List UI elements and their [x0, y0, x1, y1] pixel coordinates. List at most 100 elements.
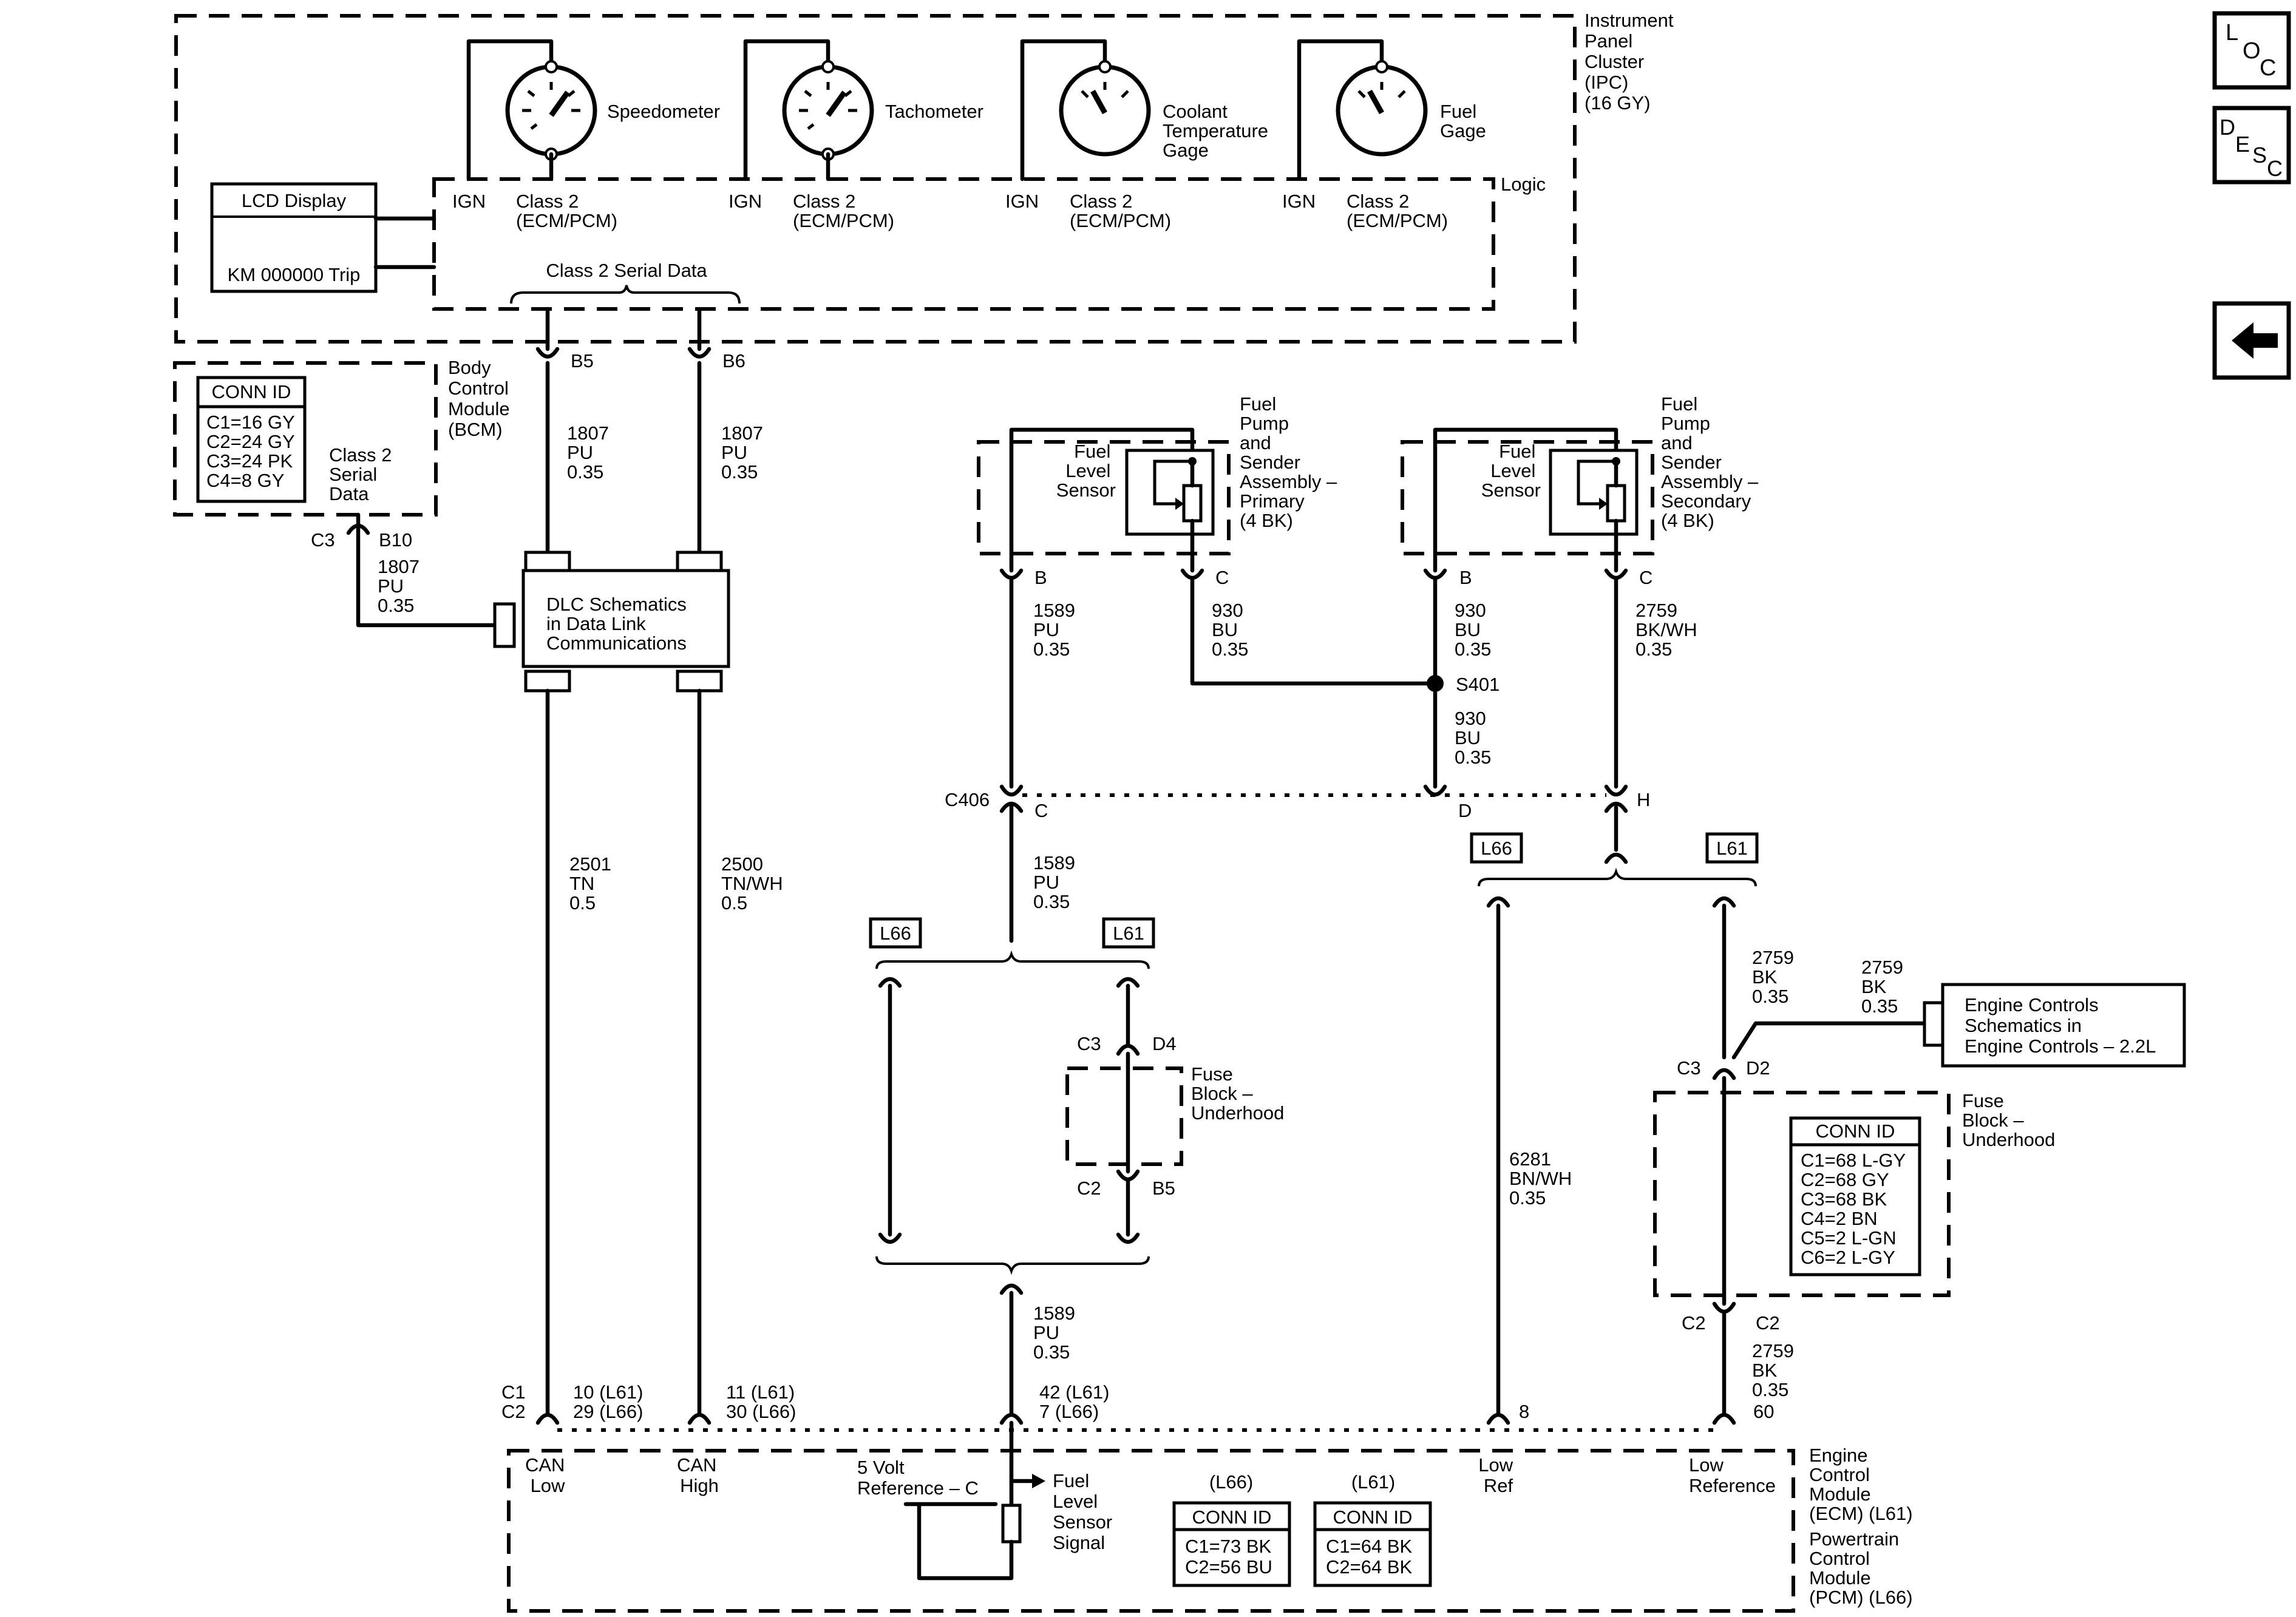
- primary-sensor-name: Fuel Level Sensor: [1056, 441, 1116, 501]
- desc-letter-c: C: [2267, 156, 2283, 181]
- pin-b6: B6: [722, 350, 746, 371]
- fuse-right-name: Fuse Block – Underhood: [1962, 1090, 2055, 1150]
- low-reference-branch: L66 L61 6281 BN/WH 0.35 2759 BK 0.35 275…: [1470, 805, 2186, 1417]
- desc-button[interactable]: D E S C: [2212, 106, 2291, 185]
- primary-assembly-name: Fuel Pump and Sender Assembly – Primary …: [1240, 393, 1342, 531]
- class2-label: Class 2(ECM/PCM): [1347, 191, 1448, 231]
- wire-6281: 6281 BN/WH 0.35: [1509, 1148, 1577, 1209]
- ecm-name: Engine Control Module (ECM) (L61) Powert…: [1809, 1445, 1918, 1608]
- connector-c406: C406 C D H: [945, 784, 1650, 821]
- wire-2501: 2501 TN 0.5: [569, 853, 617, 914]
- ign-label: IGN: [1282, 191, 1316, 212]
- loc-button[interactable]: L O C: [2212, 11, 2291, 90]
- fuel-signal-branch: 1589 PU 0.35 L66 L61 C3 D4 C2 B5 Fuse Bl…: [869, 804, 1284, 1417]
- fuse-right-c3: C3: [1677, 1057, 1701, 1079]
- conn-l66-list: C1=73 BK C2=56 BU: [1185, 1536, 1277, 1578]
- wire-1589-b: 1589 PU 0.35: [1033, 852, 1081, 912]
- wire-2759-b: 2759 BK 0.35: [1752, 947, 1799, 1007]
- wire-930-a: 930 BU 0.35: [1212, 600, 1248, 660]
- fuse-left-d4: D4: [1152, 1033, 1177, 1054]
- gauge-fuel-name: Fuel Gage: [1440, 101, 1486, 141]
- c406-pin-h: H: [1637, 789, 1650, 810]
- loc-letter-o: O: [2243, 38, 2261, 64]
- conn-l61-id: CONN ID: [1333, 1507, 1413, 1528]
- fuel-pump-secondary: Fuel Level Sensor Fuel Pump and Sender A…: [1401, 393, 1764, 789]
- secondary-pin-c: C: [1639, 567, 1652, 588]
- fuse-right-conn-list: C1=68 L-GY C2=68 GY C3=68 BK C4=2 BN C5=…: [1801, 1150, 1911, 1268]
- wire-2759-d: 2759 BK 0.35: [1752, 1340, 1799, 1400]
- desc-letter-d: D: [2220, 115, 2235, 140]
- engine-controls-ref: Engine Controls Schematics in Engine Con…: [1965, 994, 2156, 1057]
- gauge-tachometer-name: Tachometer: [885, 101, 983, 122]
- fuel-pump-primary: Fuel Level Sensor Fuel Pump and Sender A…: [977, 393, 1438, 789]
- class2-label: Class 2(ECM/PCM): [793, 191, 894, 231]
- splice-s401: [1427, 675, 1444, 692]
- option-l61-right: L61: [1716, 838, 1748, 859]
- can-low-label: CAN Low: [525, 1454, 570, 1496]
- loc-letter-c: C: [2260, 55, 2276, 81]
- ipc-name: Instrument Panel Cluster (IPC) (16 GY): [1584, 10, 1679, 114]
- gauge-speedometer: Speedometer IGN Class 2(ECM/PCM): [452, 39, 720, 231]
- dlc-text: DLC Schematics in Data Link Communicatio…: [546, 594, 691, 654]
- ign-label: IGN: [1005, 191, 1039, 212]
- wire-1807-right: 1807 PU 0.35: [721, 422, 769, 483]
- ign-label: IGN: [452, 191, 486, 212]
- desc-letter-s: S: [2252, 143, 2267, 168]
- conn-l66-title: (L66): [1209, 1471, 1253, 1493]
- option-l61-left: L61: [1113, 923, 1144, 944]
- ecm-c1c2: C1 C2: [501, 1381, 531, 1422]
- body-control-module: CONN ID C1=16 GY C2=24 GY C3=24 PK C4=8 …: [173, 357, 515, 628]
- gauge-tachometer: Tachometer IGN Class 2(ECM/PCM): [729, 39, 983, 231]
- splice-label: S401: [1456, 674, 1500, 695]
- pin-60: 60: [1753, 1401, 1774, 1422]
- wire-930-c: 930 BU 0.35: [1455, 708, 1491, 768]
- wire-1589-c: 1589 PU 0.35: [1033, 1303, 1081, 1363]
- conn-l61-list: C1=64 BK C2=64 BK: [1326, 1536, 1418, 1578]
- wire-1589-a: 1589 PU 0.35: [1033, 600, 1081, 660]
- low-reference-label: Low Reference: [1689, 1454, 1776, 1496]
- pin-can-low: 10 (L61) 29 (L66): [573, 1381, 648, 1422]
- engine-control-module: C1 C2 10 (L61) 29 (L66) 11 (L61) 30 (L66…: [501, 1381, 1918, 1613]
- conn-l66-id: CONN ID: [1192, 1507, 1272, 1528]
- bcm-name: Body Control Module (BCM): [448, 357, 515, 440]
- bcm-conn-title: CONN ID: [212, 381, 291, 402]
- dlc-block: 1807 PU 0.35 1807 PU 0.35 DLC Schematics…: [493, 361, 788, 1417]
- pin-can-high: 11 (L61) 30 (L66): [726, 1381, 800, 1422]
- secondary-pin-b: B: [1459, 567, 1472, 588]
- class2-label: Class 2(ECM/PCM): [1070, 191, 1171, 231]
- fuse-right-conn-title: CONN ID: [1816, 1120, 1895, 1142]
- fuse-right-c2: C2: [1682, 1312, 1706, 1334]
- class2-label: Class 2(ECM/PCM): [516, 191, 617, 231]
- fuse-left-c2: C2: [1077, 1178, 1101, 1199]
- c406-pin-c: C: [1034, 800, 1048, 821]
- instrument-panel-cluster: Instrument Panel Cluster (IPC) (16 GY) L…: [174, 10, 1679, 371]
- bcm-b10: B10: [379, 529, 412, 551]
- pin-8: 8: [1519, 1401, 1529, 1422]
- c406-pin-d: D: [1458, 800, 1472, 821]
- back-arrow-button[interactable]: [2212, 301, 2291, 380]
- secondary-assembly-name: Fuel Pump and Sender Assembly – Secondar…: [1661, 393, 1764, 531]
- lcd-text: KM 000000 Trip: [228, 264, 361, 285]
- sensor-signal-label: Fuel Level Sensor Signal: [1053, 1470, 1118, 1553]
- fuse-left-b5: B5: [1152, 1178, 1175, 1199]
- c406-label: C406: [945, 789, 990, 810]
- pin-sensor-signal: 42 (L61) 7 (L66): [1039, 1381, 1115, 1422]
- can-high-label: CAN High: [677, 1454, 722, 1496]
- serial-data-label: Class 2 Serial Data: [546, 260, 707, 281]
- gauge-speedometer-name: Speedometer: [607, 101, 720, 122]
- bcm-wire-label: 1807 PU 0.35: [378, 556, 425, 616]
- wire-2759-c: 2759 BK 0.35: [1861, 957, 1909, 1017]
- wire-1807-left: 1807 PU 0.35: [567, 422, 614, 483]
- fuse-right-d2: D2: [1746, 1057, 1770, 1079]
- secondary-sensor-name: Fuel Level Sensor: [1481, 441, 1541, 501]
- gauge-coolant-name: Coolant Temperature Gage: [1163, 101, 1274, 161]
- option-l66-right: L66: [1481, 838, 1512, 859]
- wire-2500: 2500 TN/WH 0.5: [721, 853, 788, 914]
- bcm-conn-list: C1=16 GY C2=24 GY C3=24 PK C4=8 GY: [206, 412, 300, 491]
- desc-letter-e: E: [2235, 132, 2250, 157]
- gauge-coolant-temperature: Coolant Temperature Gage IGN Class 2(ECM…: [1005, 39, 1274, 231]
- fuse-left-name: Fuse Block – Underhood: [1191, 1063, 1284, 1124]
- logic-label: Logic: [1501, 174, 1546, 195]
- bcm-signal: Class 2 Serial Data: [329, 444, 397, 504]
